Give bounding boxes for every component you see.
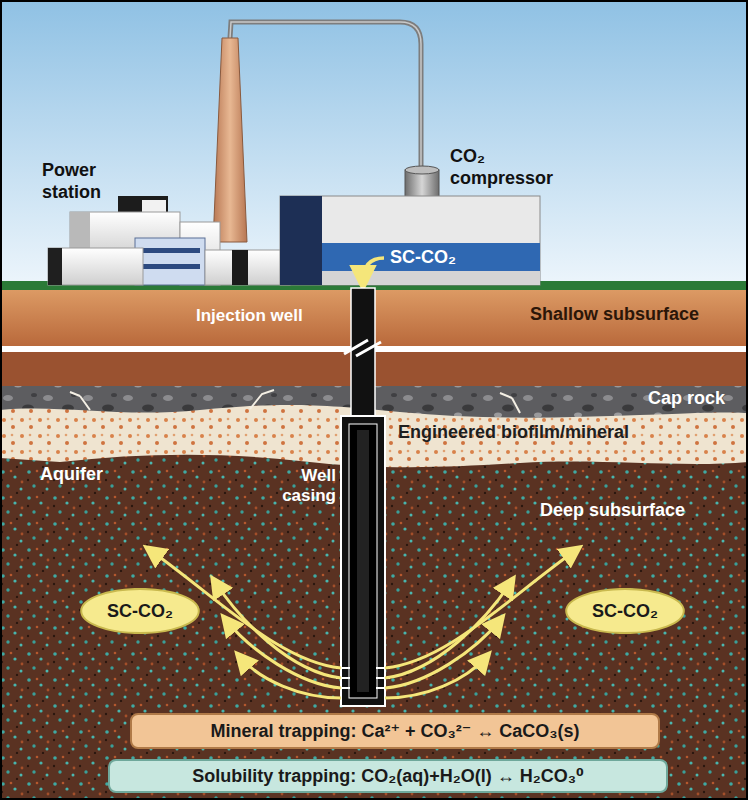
co2-plume-ellipse: SC-CO₂ (80, 588, 200, 634)
flue-pipe-highlight (230, 22, 421, 168)
building-label: Power station (42, 160, 142, 203)
building-shade (48, 248, 62, 285)
layer-label: Shallow subsurface (530, 304, 699, 325)
building-shade (232, 250, 248, 285)
co2-plume-ellipse: SC-CO₂ (565, 588, 685, 634)
biofilm-veins (70, 390, 520, 413)
well-tube (357, 430, 369, 692)
plume-arrow (240, 657, 341, 698)
compressor-side (280, 196, 322, 285)
plume-arrow (385, 620, 500, 688)
layer-label: Deep subsurface (540, 500, 685, 521)
flue-pipe (230, 22, 421, 168)
plume-arrow (226, 620, 341, 688)
equation-text: Solubility trapping: CO₂(aq)+H₂O(l) ↔ H₂… (192, 766, 584, 787)
injection-well-pipe (351, 288, 375, 420)
well-label: Well casing (262, 466, 336, 507)
sky (0, 0, 748, 290)
plume-arrow (385, 657, 486, 698)
trapping-box: Mineral trapping: Ca²⁺ + CO₃²⁻ ↔ CaCO₃(s… (130, 713, 660, 749)
well-casing (341, 416, 385, 706)
ellipse-shape (81, 589, 199, 633)
building-label: CO₂ compressor (450, 146, 570, 189)
cap-rock-band: Cap rock (0, 386, 748, 412)
layer-label: Engineered biofilm/mineral (398, 422, 629, 443)
layer-label: Aquifer (40, 464, 103, 485)
aquifer-region: AquiferDeep subsurfaceSC-CO₂ SC-CO₂ Minera… (0, 456, 748, 800)
building-block (48, 248, 143, 285)
equation-text: Mineral trapping: Ca²⁺ + CO₃²⁻ ↔ CaCO₃(s… (210, 721, 579, 742)
plume-label: SC-CO₂ (592, 601, 658, 622)
compressor-stack-top (405, 166, 439, 174)
well-perforations (336, 668, 390, 688)
depth-break-mark (344, 340, 381, 356)
plume-label: SC-CO₂ (107, 601, 173, 622)
well-label: Injection well (196, 306, 303, 326)
compressor-band: SC-CO₂ (322, 243, 540, 271)
building-block (135, 238, 205, 285)
trapping-box: Solubility trapping: CO₂(aq)+H₂O(l) ↔ H₂… (108, 759, 668, 793)
compressor-base (322, 271, 540, 285)
compressor-band-fill (322, 243, 540, 271)
well-inner-casing (349, 424, 377, 698)
plume-arrows (150, 550, 576, 698)
shallow-subsurface-band: Shallow subsurface (0, 290, 748, 346)
compressor-building (280, 196, 540, 285)
building-block (205, 250, 290, 285)
ellipse-shape (566, 589, 684, 633)
biofilm-band: Engineered biofilm/mineral (0, 412, 748, 456)
layer-label: Cap rock (648, 388, 725, 409)
chimney (213, 38, 247, 242)
injection-arrow (363, 258, 384, 282)
building-stripe (140, 248, 200, 253)
layer-label: SC-CO₂ (390, 247, 456, 268)
plume-arrow (385, 550, 576, 668)
building-stripe (140, 264, 200, 269)
